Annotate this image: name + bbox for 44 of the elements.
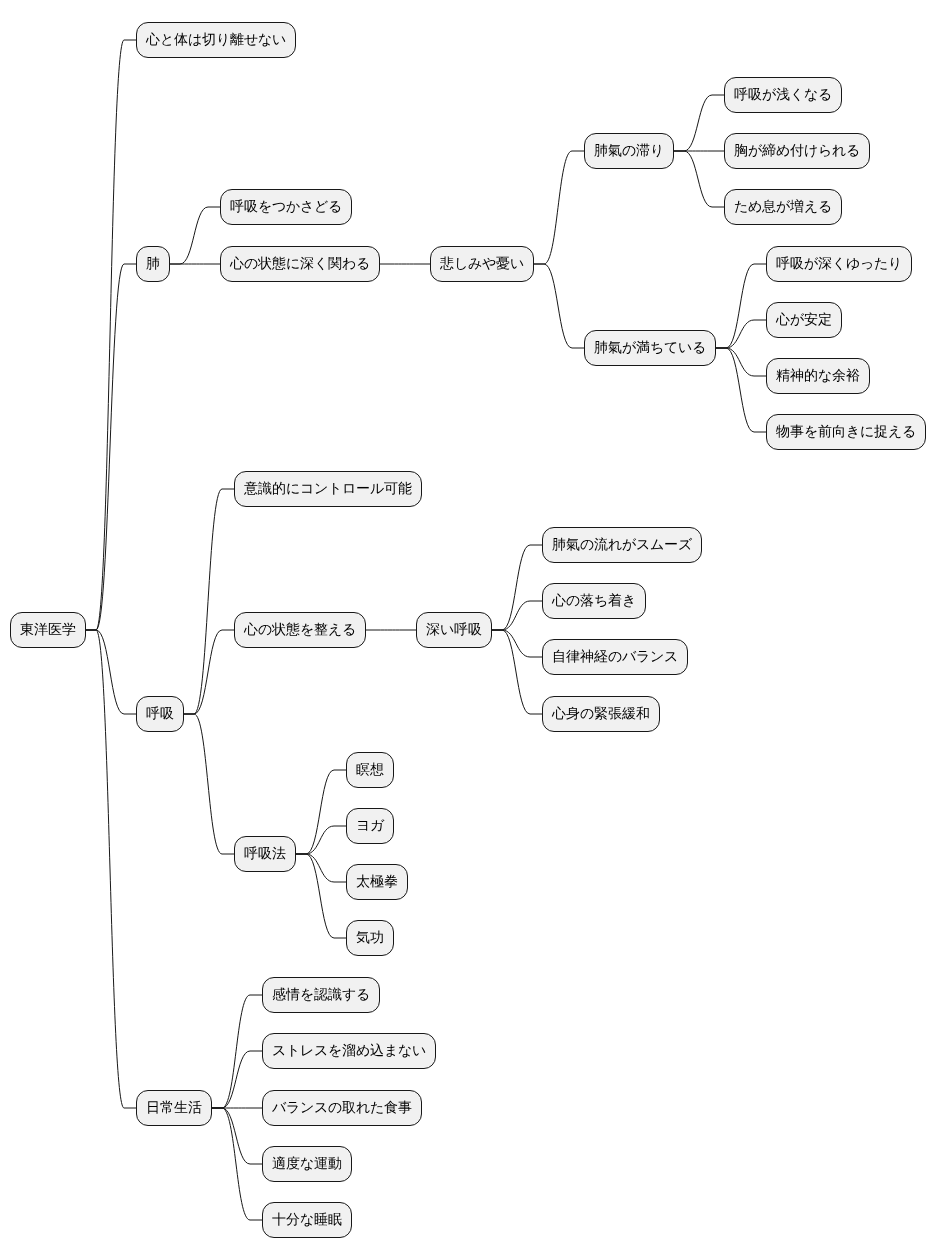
- topic-box: ため息が増える: [724, 189, 842, 225]
- topic-box: 心が安定: [766, 302, 842, 338]
- topic-box: 十分な睡眠: [262, 1202, 352, 1238]
- connector-line: [491, 629, 543, 715]
- connector-line: [211, 1107, 263, 1221]
- topic-box: ストレスを溜め込まない: [262, 1033, 436, 1069]
- connector-line: [673, 150, 725, 208]
- topic-box: 心身の緊張緩和: [542, 696, 660, 732]
- topic-box: 呼吸が深くゆったり: [766, 246, 912, 282]
- topic-box: 悲しみや憂い: [430, 246, 534, 282]
- connector-line: [365, 629, 417, 631]
- connector-line: [715, 347, 767, 433]
- topic-box: 呼吸: [136, 696, 184, 732]
- topic-box: 太極拳: [346, 864, 408, 900]
- topic-box: 呼吸法: [234, 836, 296, 872]
- topic-box: 心の状態を整える: [234, 612, 366, 648]
- topic-box: 意識的にコントロール可能: [234, 471, 422, 507]
- topic-box: 肺氣が満ちている: [584, 330, 716, 366]
- topic-box: 感情を認識する: [262, 977, 380, 1013]
- topic-box: ヨガ: [346, 808, 394, 844]
- topic-box: 自律神経のバランス: [542, 639, 688, 675]
- topic-box: 気功: [346, 920, 394, 956]
- topic-box: 呼吸をつかさどる: [220, 189, 352, 225]
- topic-box: 東洋医学: [10, 612, 86, 648]
- topic-box: 心の落ち着き: [542, 583, 646, 619]
- topic-box: 深い呼吸: [416, 612, 492, 648]
- topic-box: 胸が締め付けられる: [724, 133, 870, 169]
- topic-box: 瞑想: [346, 752, 394, 788]
- topic-box: 呼吸が浅くなる: [724, 77, 842, 113]
- topic-box: 心と体は切り離せない: [136, 22, 296, 58]
- connector-line: [533, 263, 585, 349]
- topic-box: バランスの取れた食事: [262, 1090, 422, 1126]
- connector-line: [169, 263, 221, 265]
- connector-line: [379, 263, 431, 265]
- connector-line: [183, 713, 235, 855]
- connector-line: [295, 853, 347, 939]
- topic-box: 適度な運動: [262, 1146, 352, 1182]
- topic-box: 肺: [136, 246, 170, 282]
- topic-box: 物事を前向きに捉える: [766, 414, 926, 450]
- topic-box: 日常生活: [136, 1090, 212, 1126]
- topic-box: 肺氣の流れがスムーズ: [542, 527, 702, 563]
- topic-box: 精神的な余裕: [766, 358, 870, 394]
- topic-box: 心の状態に深く関わる: [220, 246, 380, 282]
- topic-box: 肺氣の滞り: [584, 133, 674, 169]
